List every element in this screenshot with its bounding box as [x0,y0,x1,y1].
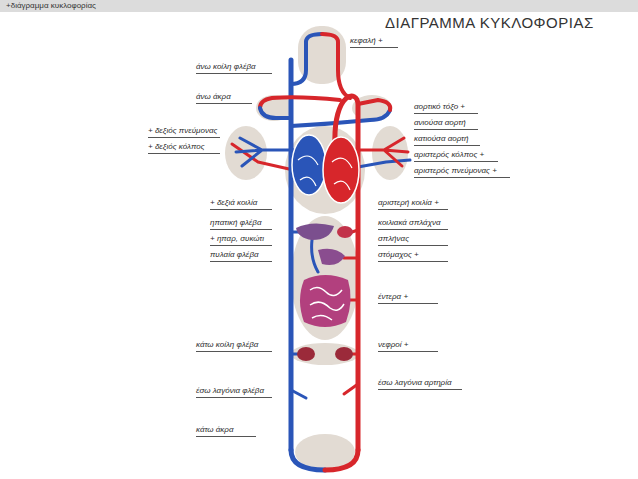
intestine-fold [310,287,344,320]
renal-vein [291,353,298,356]
head-vein [291,34,322,84]
liver [296,223,334,240]
part-label: αριστερή κοιλία + [378,198,448,210]
part-label: πυλαία φλέβα [210,250,272,262]
leg-artery [325,450,358,470]
top-bar [0,0,638,12]
kidney [297,347,315,361]
part-label: αριστερός πνεύμονας + [414,166,510,178]
part-label: έντερα + [378,292,438,304]
part-label: σπλήνας [378,234,448,246]
part-label: αορτικό τόξο + [414,102,478,114]
part-label: έσω λαγόνια αρτηρία [378,378,462,390]
arm-artery [358,100,390,110]
part-label: άνω κοίλη φλέβα [196,62,272,74]
arm-artery [260,97,340,108]
head-artery [322,34,350,98]
left-heart [323,137,359,203]
window-caption: +διάγραμμα κυκλοφορίας [6,1,96,12]
stomach [318,249,345,265]
part-label: κάτω άκρα [196,425,256,437]
part-label: κατιούσα αορτή [414,134,480,146]
leg-vein [291,450,325,470]
heart-chamber-line [298,156,318,186]
part-label: νεφροί + [378,340,438,352]
heart-region [285,126,365,214]
heart-chamber-line [332,158,352,190]
organs [296,223,353,361]
part-label: αριστερός κόλπος + [414,150,498,162]
spleen [337,226,353,238]
part-label: στόμαχος + [378,250,448,262]
part-label: ηπατική φλέβα [210,218,272,230]
iliac-vein [291,390,306,398]
kidney-region [291,343,359,365]
abdomen-region [291,216,359,340]
part-label: + δεξιός κόλπος [148,142,220,154]
part-label: κάτω κοίλη φλέβα [196,340,272,352]
right-heart [292,135,326,195]
part-label: ανιούσα αορτή [414,118,478,130]
part-label: έσω λαγόνια φλέβα [196,386,272,398]
part-label: κοιλιακά σπλάχνα [378,218,448,230]
part-label: + δεξιά κοιλία [210,198,272,210]
heart [292,135,359,203]
part-label: άνω άκρα [196,92,252,104]
intestines [300,275,351,327]
arm-vein [260,108,291,118]
iliac-artery [344,384,358,394]
part-label: + δεξιός πνεύμονας [148,126,220,138]
diagram-title: ΔΙΑΓΡΑΜΜΑ ΚΥΚΛΟΦΟΡΙΑΣ [385,14,594,32]
part-label: κεφαλή + [350,36,398,48]
body-regions [225,26,408,470]
kidney [335,347,353,361]
part-label: + ηπαρ, συκώτι [210,234,272,246]
